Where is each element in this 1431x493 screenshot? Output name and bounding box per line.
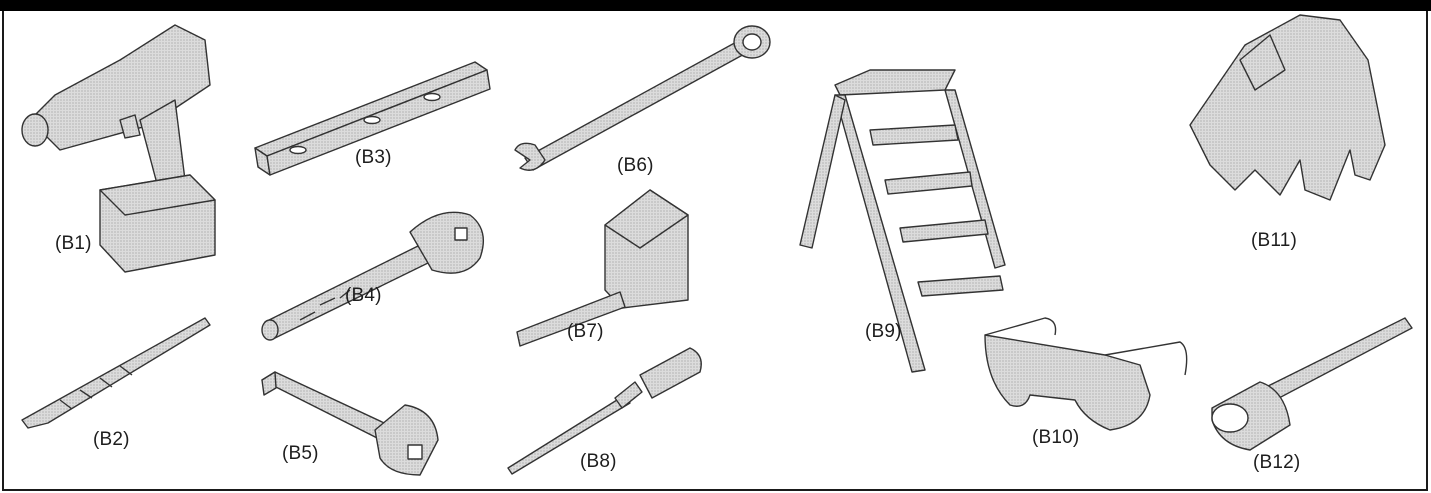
label-b7: (B7) bbox=[567, 321, 604, 342]
label-b2: (B2) bbox=[93, 429, 130, 450]
cordless-drill-icon bbox=[21, 24, 216, 273]
step-ladder-icon bbox=[799, 69, 1006, 373]
top-border-bar bbox=[0, 0, 1431, 11]
label-b5: (B5) bbox=[282, 443, 319, 464]
work-gloves-icon bbox=[1189, 14, 1386, 201]
extension-bar-icon bbox=[261, 371, 439, 476]
safety-glasses-icon bbox=[984, 317, 1188, 431]
label-b9: (B9) bbox=[865, 321, 902, 342]
spirit-level-icon bbox=[254, 61, 491, 176]
label-b6: (B6) bbox=[617, 155, 654, 176]
label-b12: (B12) bbox=[1253, 452, 1301, 473]
diagram-frame bbox=[2, 11, 1428, 491]
ratchet-handle-icon bbox=[261, 211, 484, 341]
combination-wrench-icon bbox=[514, 25, 771, 171]
screwdriver-icon bbox=[507, 347, 702, 475]
tape-measure-icon bbox=[516, 189, 689, 347]
label-b8: (B8) bbox=[580, 451, 617, 472]
drill-bit-icon bbox=[21, 317, 211, 429]
label-b4: (B4) bbox=[345, 285, 382, 306]
label-b10: (B10) bbox=[1032, 427, 1080, 448]
label-b11: (B11) bbox=[1251, 230, 1298, 251]
socket-adapter-icon bbox=[1211, 317, 1413, 451]
label-b3: (B3) bbox=[355, 147, 392, 168]
label-b1: (B1) bbox=[55, 233, 92, 254]
